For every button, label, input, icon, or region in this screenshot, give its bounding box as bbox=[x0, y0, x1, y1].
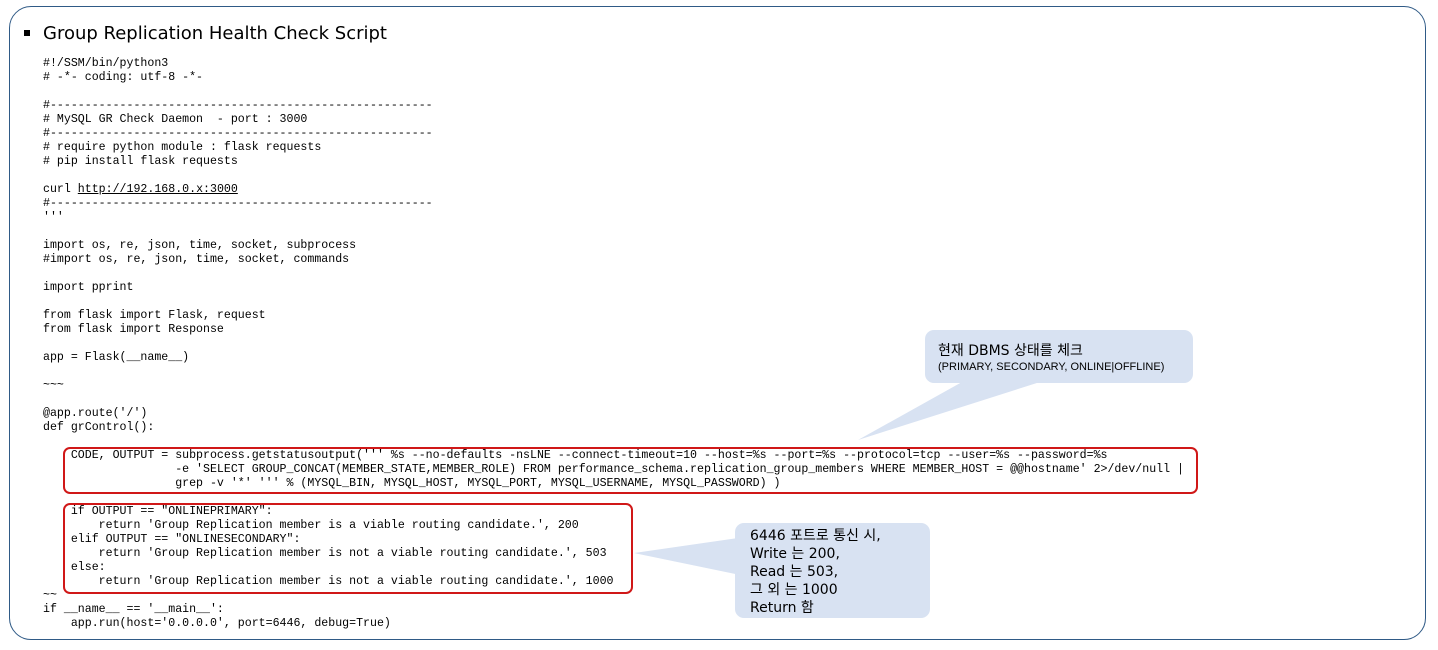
return-callout-tail bbox=[634, 537, 745, 576]
code-line: if OUTPUT == "ONLINEPRIMARY": bbox=[43, 505, 273, 518]
code-line: # pip install flask requests bbox=[43, 155, 238, 168]
code-line: #import os, re, json, time, socket, comm… bbox=[43, 253, 350, 266]
code-line: #---------------------------------------… bbox=[43, 197, 433, 210]
code-line: return 'Group Replication member is not … bbox=[43, 575, 614, 588]
code-line: # -*- coding: utf-8 -*- bbox=[43, 71, 204, 84]
return-callout-line: 그 외 는 1000 bbox=[750, 582, 838, 598]
subprocess-call-highlight bbox=[63, 447, 1198, 494]
code-line-curl: curl http://192.168.0.x:3000 bbox=[43, 183, 1184, 197]
status-callout: 현재 DBMS 상태를 체크 (PRIMARY, SECONDARY, ONLI… bbox=[925, 330, 1193, 383]
code-line: grep -v '*' ''' % (MYSQL_BIN, MYSQL_HOST… bbox=[43, 477, 781, 490]
slide-title: Group Replication Health Check Script bbox=[43, 22, 387, 44]
code-line: #---------------------------------------… bbox=[43, 127, 433, 140]
code-line: app = Flask(__name__) bbox=[43, 351, 190, 364]
code-line: from flask import Response bbox=[43, 323, 224, 336]
code-line: import os, re, json, time, socket, subpr… bbox=[43, 239, 357, 252]
code-line: return 'Group Replication member is not … bbox=[43, 547, 607, 560]
return-callout-line: 6446 포트로 통신 시, bbox=[750, 528, 881, 544]
code-line: #!/SSM/bin/python3 bbox=[43, 57, 169, 70]
code-line: #---------------------------------------… bbox=[43, 99, 433, 112]
code-line: # MySQL GR Check Daemon - port : 3000 bbox=[43, 113, 308, 126]
code-line: @app.route('/') bbox=[43, 407, 148, 420]
code-line: CODE, OUTPUT = subprocess.getstatusoutpu… bbox=[43, 449, 1108, 462]
curl-url-link[interactable]: http://192.168.0.x:3000 bbox=[77, 183, 238, 196]
code-line: if __name__ == '__main__': bbox=[43, 603, 224, 616]
code-line: ~~ bbox=[43, 589, 57, 602]
code-line: ~~~ bbox=[43, 379, 64, 392]
code-block: #!/SSM/bin/python3# -*- coding: utf-8 -*… bbox=[43, 57, 1184, 631]
code-line: def grControl(): bbox=[43, 421, 155, 434]
slide-frame bbox=[9, 6, 1426, 640]
code-line: app.run(host='0.0.0.0', port=6446, debug… bbox=[43, 617, 391, 630]
slide-title-row: Group Replication Health Check Script bbox=[24, 20, 387, 46]
code-line: ''' bbox=[43, 211, 64, 224]
code-line: # require python module : flask requests bbox=[43, 141, 322, 154]
code-line: from flask import Flask, request bbox=[43, 309, 266, 322]
code-line: return 'Group Replication member is a vi… bbox=[43, 519, 579, 532]
code-line: else: bbox=[43, 561, 106, 574]
status-callout-subtitle: (PRIMARY, SECONDARY, ONLINE|OFFLINE) bbox=[938, 361, 1165, 373]
code-line: import pprint bbox=[43, 281, 134, 294]
bullet-icon bbox=[24, 30, 30, 36]
return-callout-line: Return 함 bbox=[750, 600, 814, 616]
return-callout-line: Read 는 503, bbox=[750, 564, 839, 580]
return-callout-line: Write 는 200, bbox=[750, 546, 840, 562]
status-callout-tail bbox=[858, 382, 1040, 440]
code-line: elif OUTPUT == "ONLINESECONDARY": bbox=[43, 533, 301, 546]
return-callout: 6446 포트로 통신 시, Write 는 200, Read 는 503, … bbox=[735, 523, 930, 618]
code-line: -e 'SELECT GROUP_CONCAT(MEMBER_STATE,MEM… bbox=[43, 463, 1185, 476]
status-callout-title: 현재 DBMS 상태를 체크 bbox=[938, 343, 1083, 359]
curl-command: curl bbox=[43, 183, 78, 196]
return-logic-highlight bbox=[63, 503, 633, 594]
